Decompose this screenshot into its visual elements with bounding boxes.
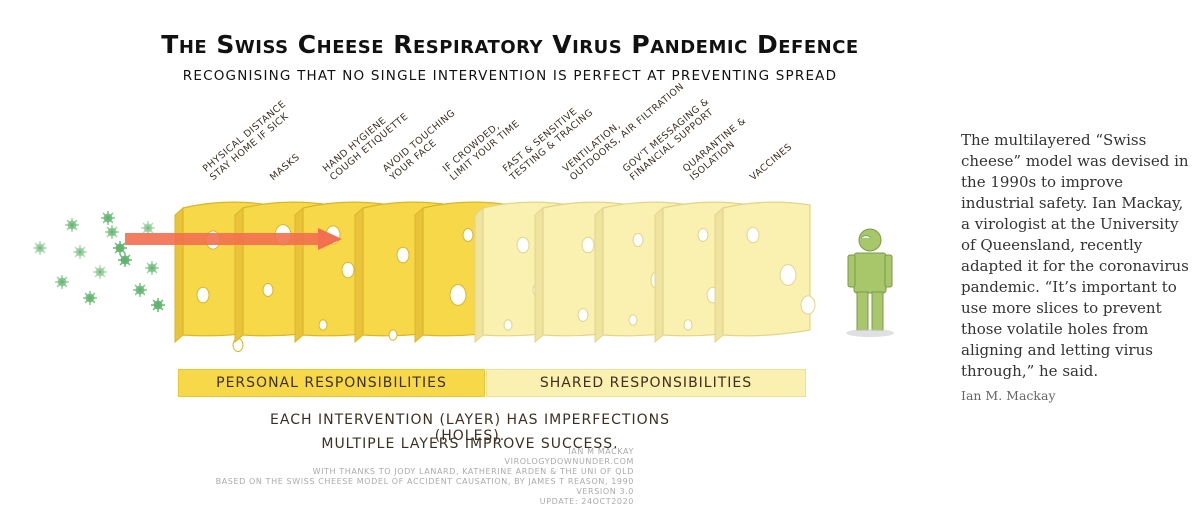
shared-responsibilities-band: Shared responsibilities [486,369,806,397]
virus-icon [118,253,132,267]
swiss-cheese-diagram: The Swiss Cheese Respiratory Virus Pande… [33,30,894,507]
diagram-title: The Swiss Cheese Respiratory Virus Pande… [161,30,859,59]
credit-line: Update: 24Oct2020 [539,497,634,506]
article-sidebar: The multilayered “Swiss cheese” model wa… [961,130,1193,403]
diagram-subtitle: Recognising that no single intervention … [182,68,838,84]
virus-icon [105,225,119,239]
virus-icon [55,275,69,289]
virus-icon [141,221,155,235]
virus-icon [145,261,159,275]
credit-line: With thanks to Jody Lanard, Katherine Ar… [312,467,634,476]
virus-icon [83,291,97,305]
caption-line-1: Each intervention (layer) has imperfecti… [270,412,670,444]
virus-icon [73,245,87,259]
credit-line: Based on the Swiss cheese model of accid… [215,477,634,486]
virus-icon [133,283,147,297]
credit-line: virologydownunder.com [504,457,634,466]
protected-person-icon [846,228,894,337]
sidebar-author: Ian M. Mackay [961,388,1056,403]
credit-line: Version 3.0 [576,487,634,496]
cheese-slices [174,201,816,352]
cheese-illustration [33,201,894,352]
credit-line: Ian M Mackay [568,447,634,456]
virus-icon [151,298,165,312]
virus-icon [33,241,47,255]
personal-responsibilities-band: Personal responsibilities [178,369,485,397]
sidebar-text: The multilayered “Swiss cheese” model wa… [961,131,1189,380]
credits: Ian M Mackay virologydownunder.com With … [214,447,634,507]
caption-line-2: Multiple layers improve success. [321,436,619,452]
cheese-slice [714,201,816,344]
virus-icon [65,218,79,232]
virus-icon [93,265,107,279]
virus-icon [101,211,115,225]
virus-path-arrow [125,228,342,250]
virus-icon [113,241,127,255]
